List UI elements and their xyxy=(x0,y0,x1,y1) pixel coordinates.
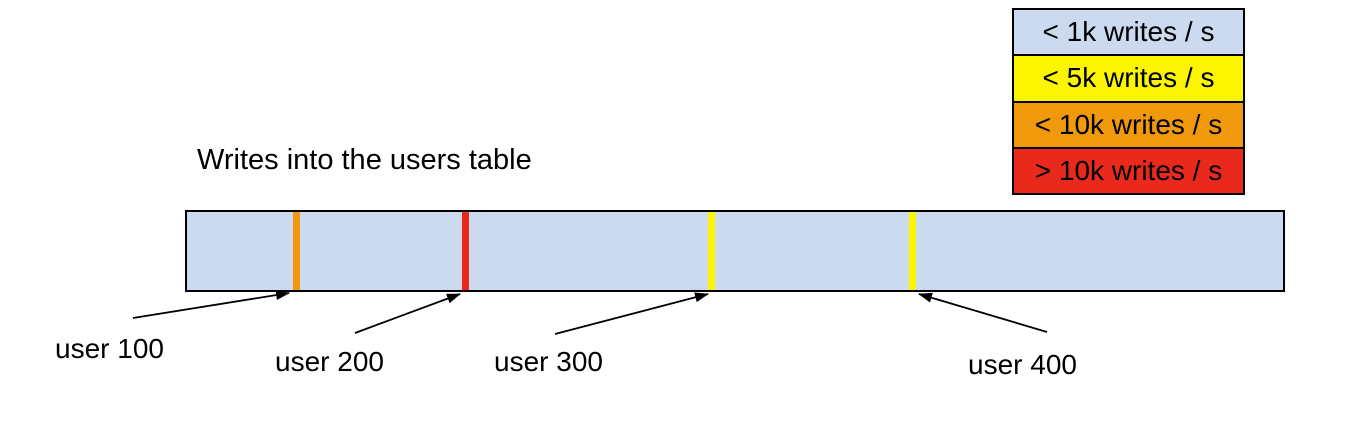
legend-item-lt-5k: < 5k writes / s xyxy=(1014,56,1243,103)
arrow-user-200 xyxy=(354,293,461,334)
diagram-title: Writes into the users table xyxy=(197,144,532,176)
arrow-user-300 xyxy=(554,292,709,335)
legend-item-lt-1k: < 1k writes / s xyxy=(1014,10,1243,57)
users-table-bar xyxy=(185,210,1285,292)
write-rate-marker xyxy=(909,212,917,290)
user-100-label: user 100 xyxy=(55,333,164,364)
user-400-label: user 400 xyxy=(968,349,1077,380)
user-300-label: user 300 xyxy=(494,346,603,377)
user-200-label: user 200 xyxy=(275,346,384,377)
legend-item-label: < 1k writes / s xyxy=(1042,16,1215,48)
legend: < 1k writes / s < 5k writes / s < 10k wr… xyxy=(1012,8,1245,195)
arrow-user-100 xyxy=(132,290,290,319)
write-rate-marker xyxy=(707,212,715,290)
legend-item-gt-10k: > 10k writes / s xyxy=(1014,148,1243,193)
write-rate-marker xyxy=(293,212,301,290)
arrow-user-400 xyxy=(918,292,1048,333)
legend-item-lt-10k: < 10k writes / s xyxy=(1014,102,1243,149)
legend-item-label: > 10k writes / s xyxy=(1034,154,1223,186)
write-rate-marker xyxy=(462,212,470,290)
legend-item-label: < 5k writes / s xyxy=(1042,62,1215,94)
legend-item-label: < 10k writes / s xyxy=(1034,108,1223,140)
